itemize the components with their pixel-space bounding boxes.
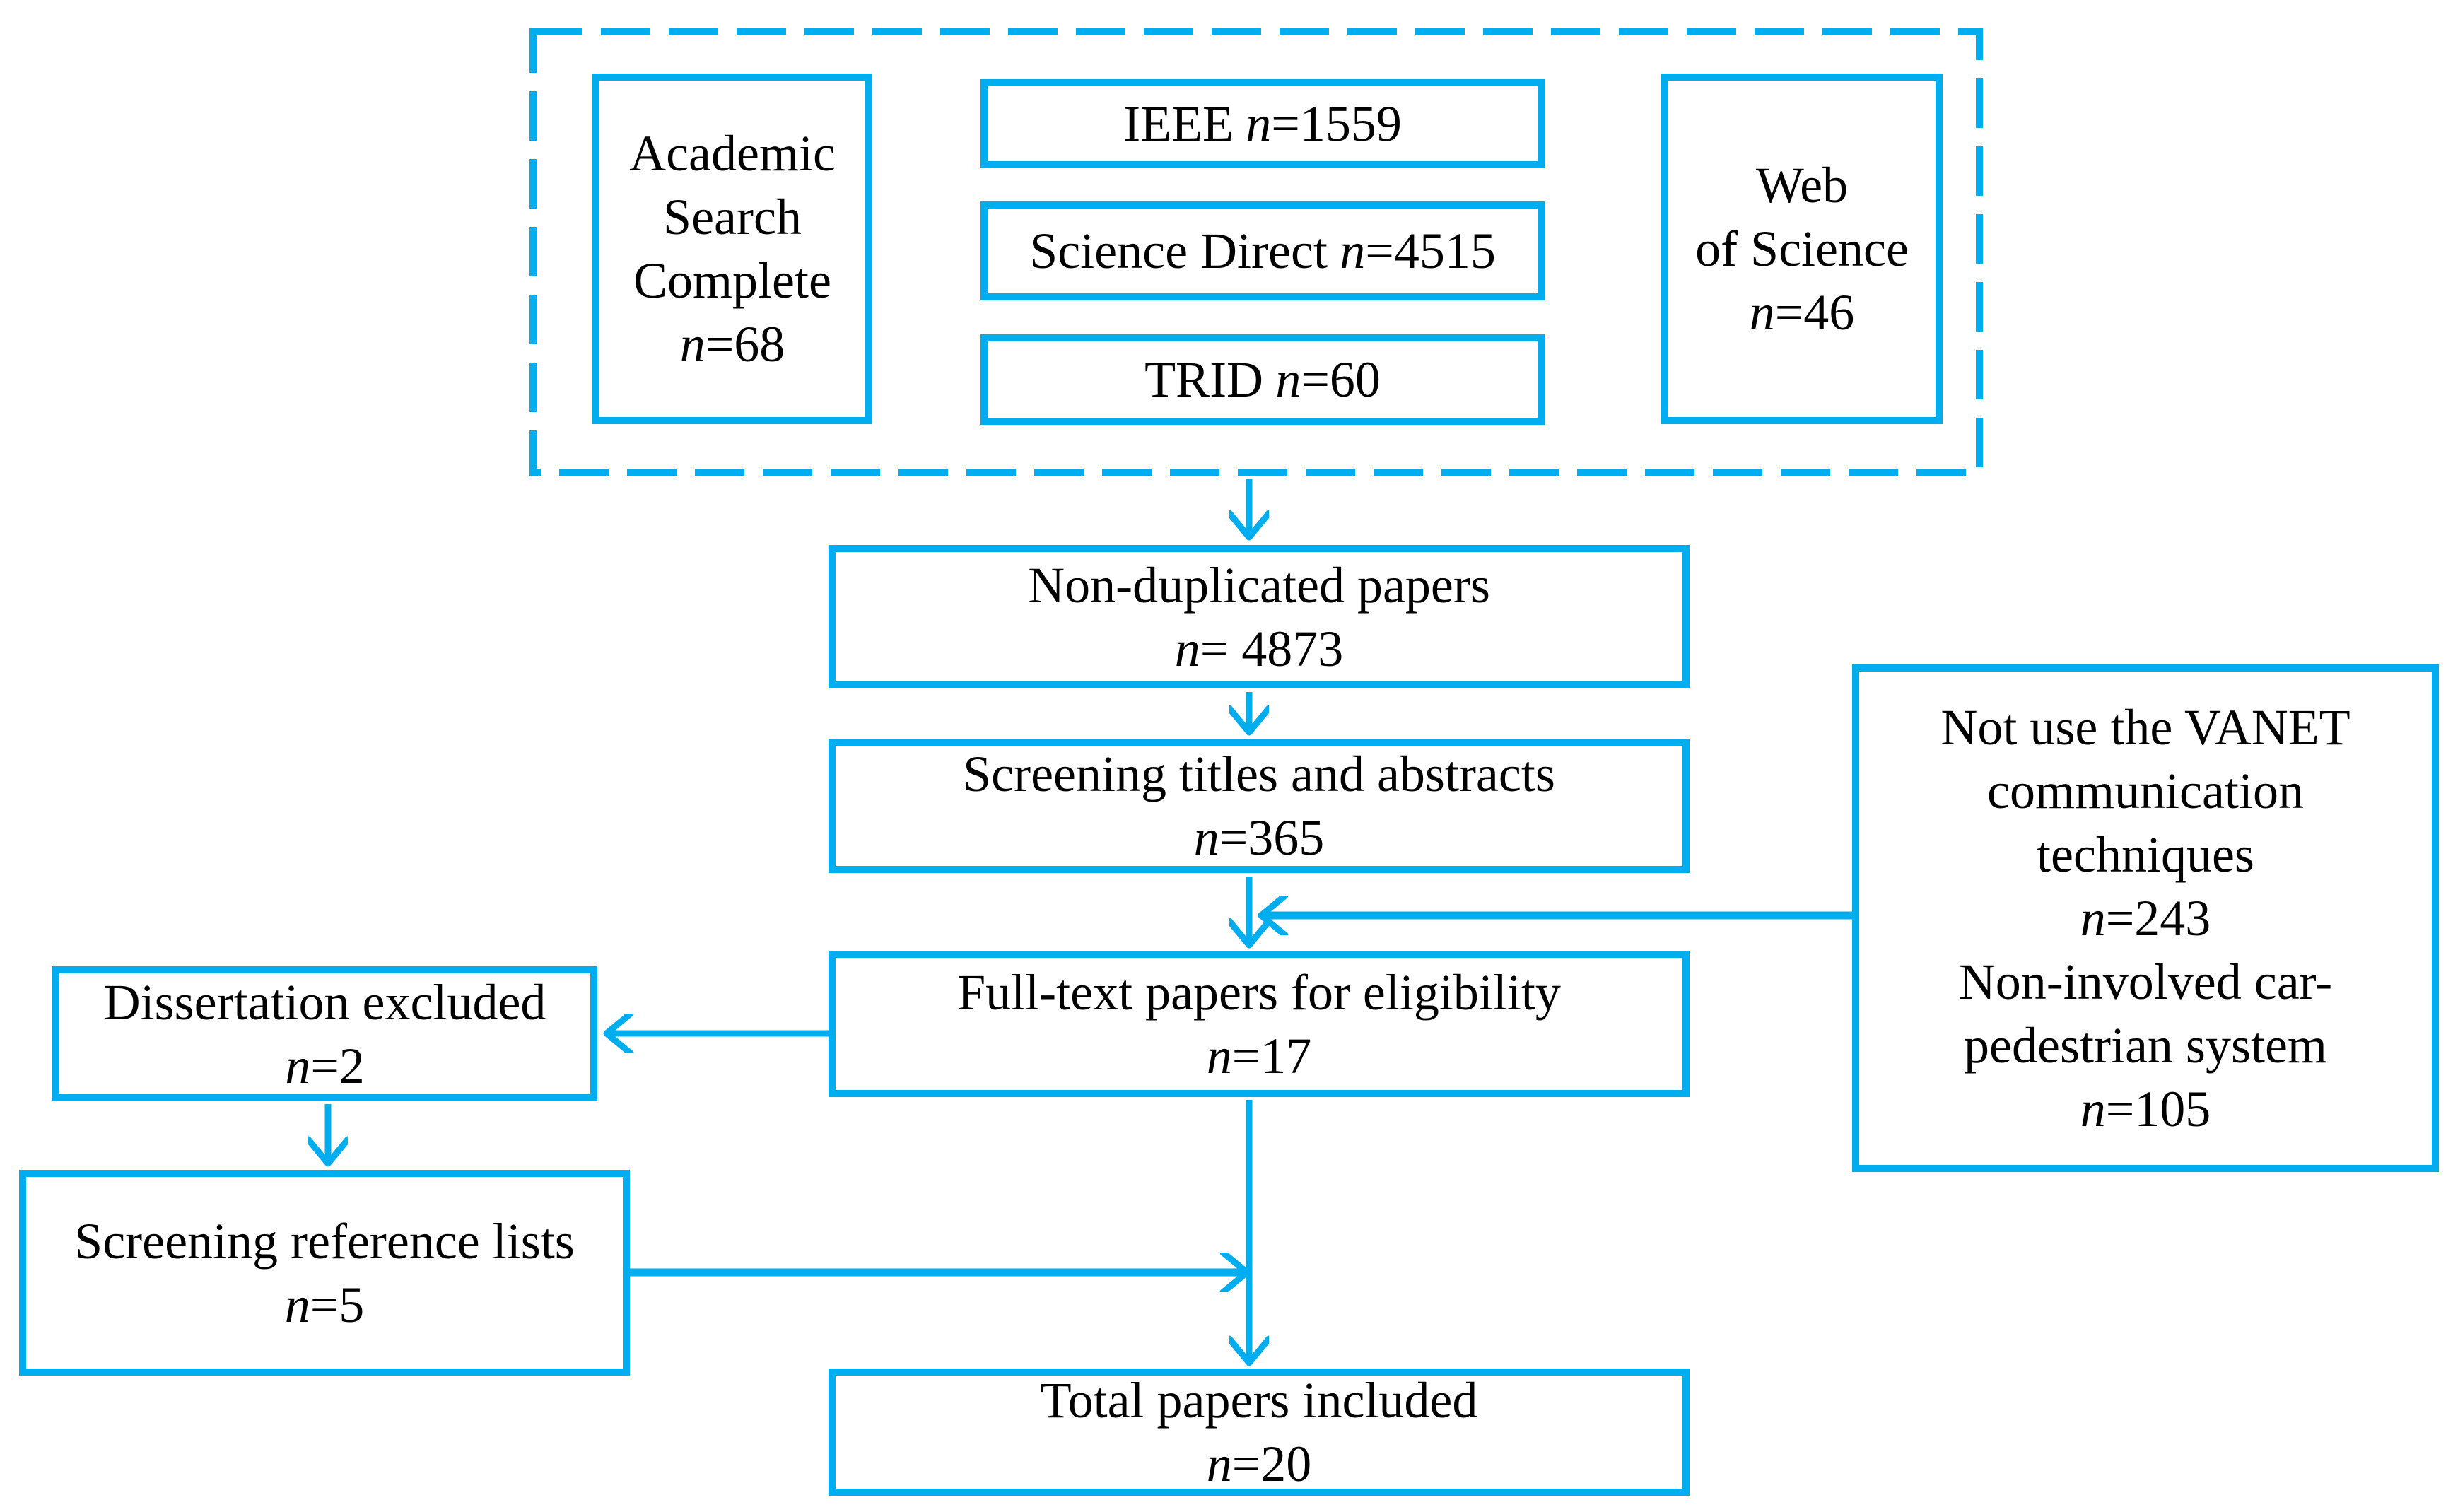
box-label-line: Web [1755,157,1849,213]
box-label-line: Not use the VANET [1940,699,2350,756]
box-label: IEEE [1123,95,1234,152]
box-label-line: of Science [1695,221,1909,277]
count-line: n=105 [2080,1077,2211,1141]
count-line: n=68 [680,312,785,376]
n-var: n [1193,809,1219,866]
n-var: n [284,1276,310,1333]
n-var: n [1749,284,1775,341]
count-line: n= 4873 [1175,617,1344,681]
box-label-line: Search [663,189,802,245]
n-var: n [285,1037,311,1094]
box-label-line: pedestrian system [1964,1017,2327,1074]
count-line: n=365 [1194,806,1325,869]
box-non-duplicated-papers: Non-duplicated papers n= 4873 [829,545,1690,688]
box-academic-search-complete: Academic Search Complete n=68 [592,74,872,424]
count-line: n=20 [1207,1432,1312,1496]
count-line: n=5 [285,1273,365,1337]
box-dissertation-excluded: Dissertation excluded n=2 [52,966,597,1101]
n-var: n [2080,890,2106,947]
count-group: n=1559 [1246,95,1402,152]
box-full-text-eligibility: Full-text papers for eligibility n=17 [829,951,1690,1097]
count-value: =1559 [1271,95,1402,152]
box-screening-reference-lists: Screening reference lists n=5 [19,1170,630,1376]
count-line: n=243 [2080,886,2211,950]
box-label-line: Full-text papers for eligibility [957,963,1561,1021]
count-group: n=60 [1275,351,1381,408]
box-label-line: Academic [629,125,836,182]
box-label-line: Non-involved car- [1958,954,2333,1010]
box-label-line: Dissertation excluded [103,973,546,1031]
box-label-line: Non-duplicated papers [1028,556,1490,614]
count-value: =60 [1301,351,1381,408]
box-label: TRID [1144,351,1264,408]
box-label-line: Screening reference lists [74,1212,575,1270]
count-line: n=17 [1207,1024,1312,1088]
n-var: n [2080,1081,2106,1137]
n-var: n [1206,1436,1232,1492]
n-var: n [1340,223,1366,279]
box-label-line: Screening titles and abstracts [963,746,1555,802]
count-value: =46 [1774,284,1855,341]
n-var: n [1174,620,1200,677]
n-var: n [1246,95,1272,152]
box-label-line: Complete [633,252,831,309]
count-line: n=46 [1750,281,1855,344]
count-value: =5 [310,1276,365,1333]
n-var: n [679,316,706,373]
count-value: =243 [2105,890,2211,947]
n-var: n [1206,1027,1232,1084]
box-label-line: Total papers included [1040,1372,1478,1429]
count-value: = 4873 [1200,620,1344,677]
count-value: =105 [2105,1081,2211,1137]
box-web-of-science: Web of Science n=46 [1661,74,1943,424]
box-screening-titles-abstracts: Screening titles and abstracts n=365 [829,739,1690,873]
count-value: =68 [705,316,785,373]
count-group: n=4515 [1340,223,1496,279]
count-value: =20 [1231,1436,1312,1492]
n-var: n [1275,351,1301,408]
count-value: =17 [1231,1027,1312,1084]
box-label-line: techniques [2037,826,2254,883]
count-line: n=2 [285,1034,365,1098]
box-exclusion-reasons: Not use the VANET communication techniqu… [1852,664,2439,1172]
count-value: =365 [1219,809,1325,866]
box-label: Science Direct [1029,223,1328,279]
count-value: =4515 [1365,223,1496,279]
count-value: =2 [310,1037,365,1094]
box-label-line: communication [1987,763,2304,819]
box-total-papers-included: Total papers included n=20 [829,1369,1690,1496]
